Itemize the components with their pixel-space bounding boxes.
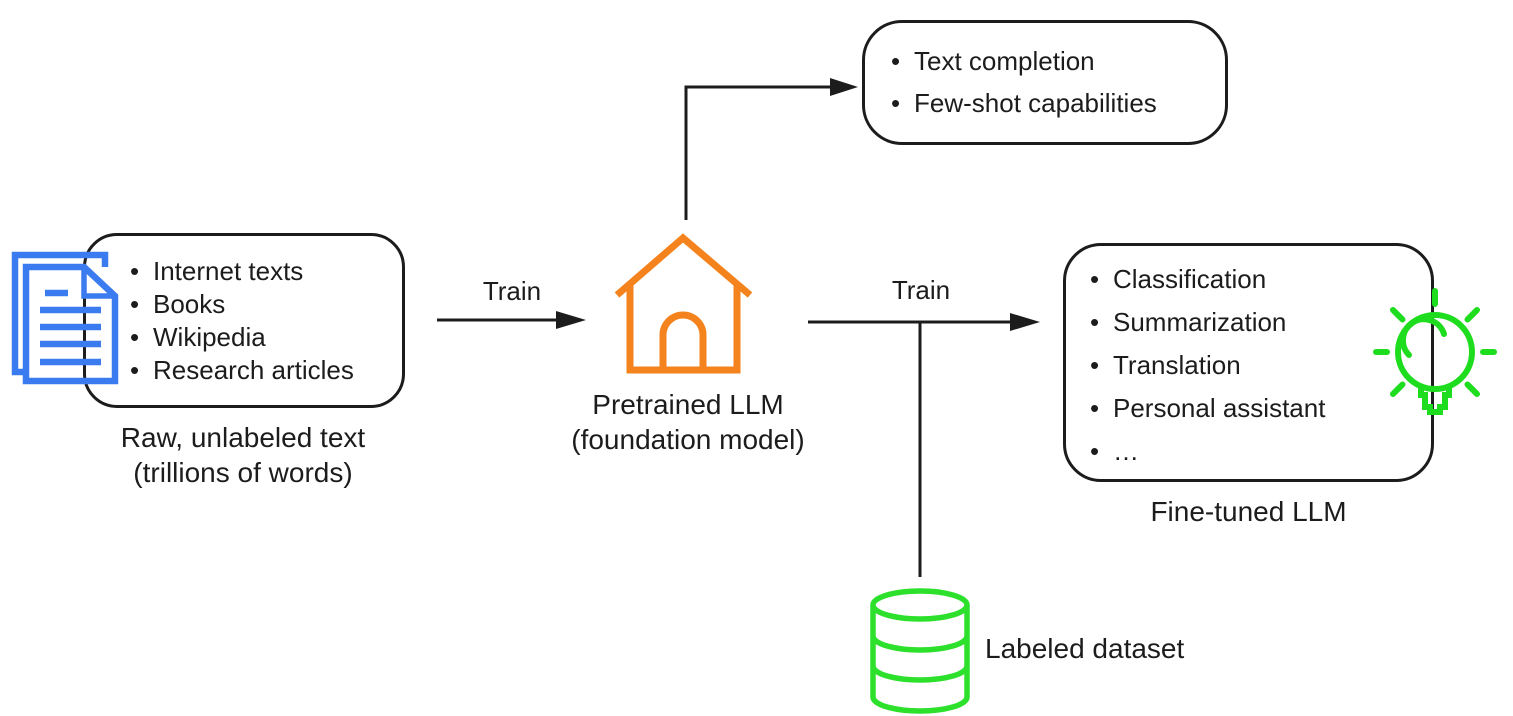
arrowhead-train-left: [556, 311, 586, 329]
raw-text-list: Internet texts Books Wikipedia Research …: [86, 236, 402, 387]
raw-text-box: Internet texts Books Wikipedia Research …: [83, 233, 405, 408]
labeled-dataset-label: Labeled dataset: [985, 633, 1185, 664]
train-label-right: Train: [891, 275, 951, 305]
finetuned-tasks-list: Classification Summarization Translation…: [1066, 246, 1431, 473]
text-lines: [40, 289, 101, 366]
caption-line: (trillions of words): [133, 457, 353, 488]
db-sides: [870, 605, 970, 697]
capabilities-box: Text completion Few-shot capabilities: [862, 20, 1228, 145]
db-band-2: [870, 665, 970, 683]
list-item: Classification: [1090, 258, 1431, 301]
stacked-documents-icon: [11, 251, 119, 385]
list-item: Research articles: [130, 354, 402, 387]
arrowhead-capabilities: [830, 78, 858, 96]
back-page: [11, 251, 109, 376]
raw-text-caption: Raw, unlabeled text (trillions of words): [63, 420, 423, 490]
bulb-filament-arc: [1399, 316, 1447, 358]
list-item: …: [1090, 430, 1431, 473]
list-item: Few-shot capabilities: [891, 82, 1225, 124]
list-item: Translation: [1090, 344, 1431, 387]
list-item: Text completion: [891, 40, 1225, 82]
database-cylinder-icon: [870, 588, 970, 714]
front-page: [22, 263, 119, 385]
pretrained-llm-caption: Pretrained LLM (foundation model): [523, 387, 853, 457]
arrowhead-train-right: [1010, 313, 1040, 331]
arrow-pretrained-to-capabilities: [684, 85, 832, 220]
bulb-glass: [1395, 312, 1475, 392]
list-item: Internet texts: [130, 255, 402, 288]
bulb-socket: [1418, 386, 1452, 415]
list-item: Summarization: [1090, 301, 1431, 344]
db-top-disc: [870, 588, 970, 622]
caption-line: (foundation model): [571, 424, 805, 455]
folded-corner: [81, 267, 115, 299]
finetuned-llm-caption: Fine-tuned LLM: [1150, 496, 1347, 527]
house-roof: [614, 233, 753, 298]
db-band-1: [870, 635, 970, 653]
list-item: Wikipedia: [130, 321, 402, 354]
caption-line: Pretrained LLM: [592, 389, 784, 420]
db-bottom: [870, 696, 970, 714]
house-walls: [626, 284, 741, 374]
house-door: [659, 311, 707, 370]
lightbulb-icon: [1373, 288, 1497, 415]
finetuned-tasks-box: Classification Summarization Translation…: [1063, 243, 1434, 482]
list-item: Books: [130, 288, 402, 321]
bulb-rays: [1373, 288, 1497, 397]
house-icon: [614, 233, 753, 374]
list-item: Personal assistant: [1090, 387, 1431, 430]
capabilities-list: Text completion Few-shot capabilities: [865, 23, 1225, 124]
caption-line: Raw, unlabeled text: [120, 422, 366, 453]
train-label-left: Train: [482, 276, 542, 306]
